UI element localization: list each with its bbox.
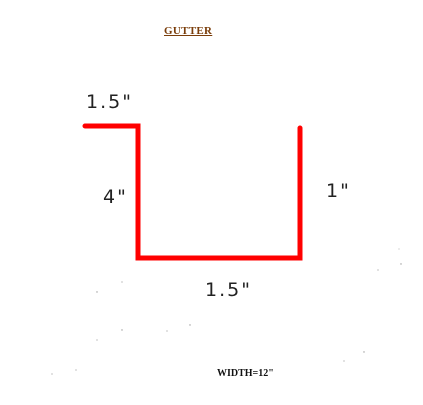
dimension-left-side: 4" xyxy=(103,186,128,208)
dimension-right-side: 1" xyxy=(326,180,351,202)
gutter-profile-line xyxy=(82,123,303,261)
dimension-bottom: 1.5" xyxy=(205,279,252,301)
dimension-top-flange: 1.5" xyxy=(86,91,133,113)
diagram-title: GUTTER xyxy=(164,25,213,37)
width-note: WIDTH=12" xyxy=(217,368,274,379)
background-specks xyxy=(51,248,402,375)
